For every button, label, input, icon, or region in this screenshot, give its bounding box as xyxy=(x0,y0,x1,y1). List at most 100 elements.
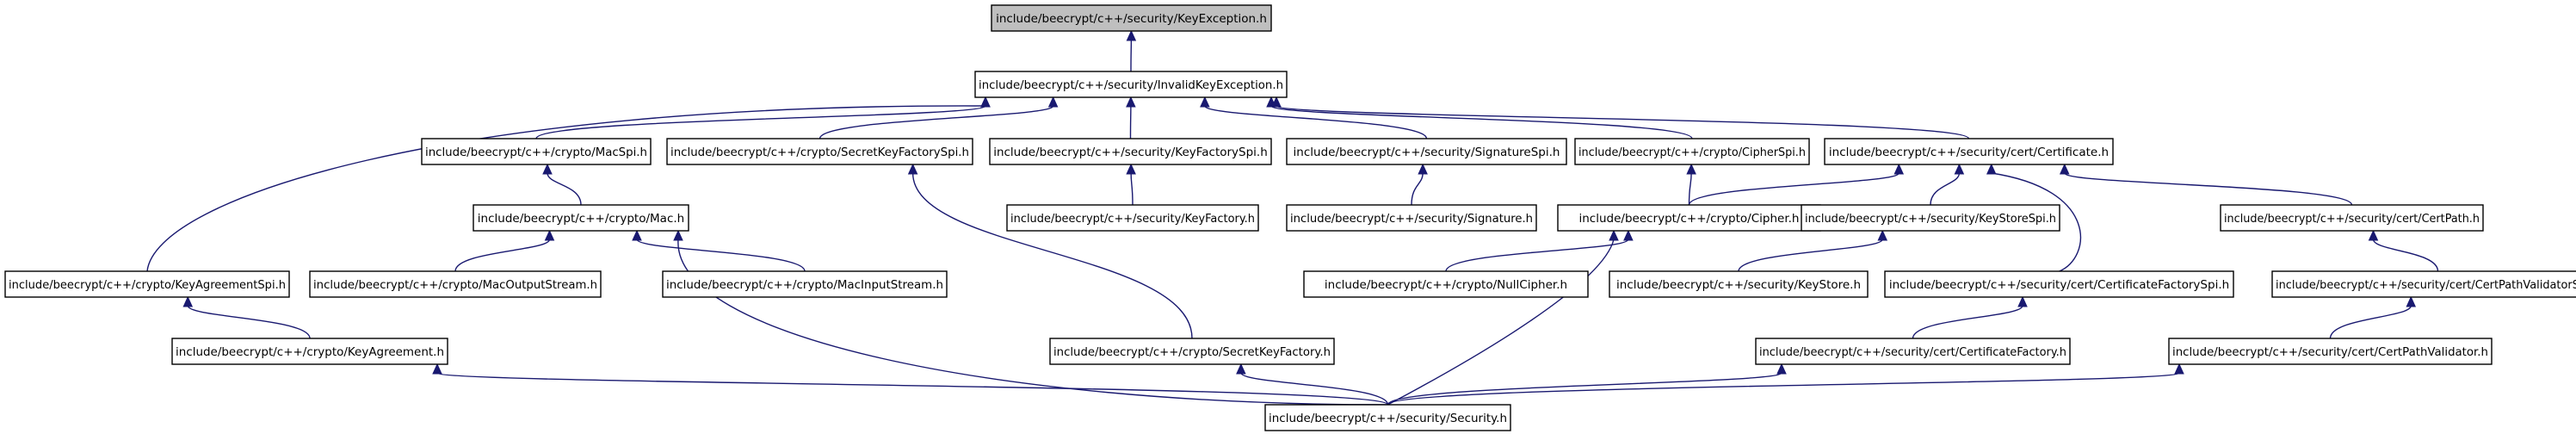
arrowhead xyxy=(2017,295,2028,307)
arrowhead xyxy=(1126,163,1136,175)
edge-n22-to-n3 xyxy=(907,163,1193,339)
node[interactable]: include/beecrypt/c++/security/cert/Certi… xyxy=(1824,138,2114,165)
node-label: include/beecrypt/c++/security/KeyExcepti… xyxy=(996,12,1267,26)
arrowhead xyxy=(673,229,683,241)
node-label: include/beecrypt/c++/security/Signature.… xyxy=(1290,212,1533,226)
edge-line xyxy=(1991,172,2082,272)
edge-line xyxy=(146,105,986,272)
arrowhead xyxy=(2368,229,2379,241)
edge-line xyxy=(1445,239,1629,272)
edge-line xyxy=(1930,172,1961,206)
root-node[interactable]: include/beecrypt/c++/security/KeyExcepti… xyxy=(991,4,1272,32)
node[interactable]: include/beecrypt/c++/security/KeyStoreSp… xyxy=(1801,204,2060,232)
node-box xyxy=(1303,270,1589,298)
edge-line xyxy=(1688,172,1900,206)
node[interactable]: include/beecrypt/c++/crypto/SecretKeyFac… xyxy=(666,138,973,165)
node-label: include/beecrypt/c++/crypto/MacOutputStr… xyxy=(313,278,597,292)
edge-line xyxy=(1688,172,1692,206)
edge-n13-to-n7 xyxy=(2059,163,2353,206)
node-label: include/beecrypt/c++/security/InvalidKey… xyxy=(979,78,1283,92)
node[interactable]: include/beecrypt/c++/crypto/MacSpi.h xyxy=(421,138,652,165)
node-label: include/beecrypt/c++/security/Security.h xyxy=(1269,412,1507,425)
arrowhead xyxy=(907,163,918,175)
edge-line xyxy=(1240,372,1389,406)
node-box xyxy=(991,4,1272,32)
node-box xyxy=(1006,204,1259,232)
node-label: include/beecrypt/c++/security/SignatureS… xyxy=(1294,146,1560,159)
node-label: include/beecrypt/c++/crypto/MacSpi.h xyxy=(425,146,647,159)
arrowhead xyxy=(1877,229,1888,241)
node-label: include/beecrypt/c++/security/cert/CertP… xyxy=(2276,278,2576,292)
edge-n25-to-n22 xyxy=(1236,363,1389,406)
arrowhead xyxy=(1609,229,1619,241)
node[interactable]: include/beecrypt/c++/crypto/MacOutputStr… xyxy=(309,270,602,298)
node[interactable]: include/beecrypt/c++/security/KeyStore.h xyxy=(1609,270,1869,298)
node-label: include/beecrypt/c++/security/cert/Certi… xyxy=(1759,345,2066,359)
node-label: include/beecrypt/c++/crypto/MacInputStre… xyxy=(666,278,943,292)
node-box xyxy=(1557,204,1821,232)
node[interactable]: include/beecrypt/c++/security/cert/CertP… xyxy=(2168,338,2493,365)
node[interactable]: include/beecrypt/c++/crypto/Cipher.h xyxy=(1557,204,1821,232)
edge-n7-to-n1 xyxy=(1271,96,1970,140)
node-box xyxy=(1264,404,1511,431)
edge-n17-to-n11 xyxy=(1445,229,1634,272)
edge-n25-to-n8 xyxy=(673,229,1388,406)
edge-line xyxy=(1387,239,1615,406)
node-box xyxy=(421,138,652,165)
arrowhead xyxy=(980,96,991,108)
nodes-layer: include/beecrypt/c++/security/KeyExcepti… xyxy=(4,4,2576,431)
node-box xyxy=(662,270,948,298)
arrowhead xyxy=(1200,96,1210,108)
node[interactable]: include/beecrypt/c++/security/KeyFactory… xyxy=(1006,204,1259,232)
node[interactable]: include/beecrypt/c++/crypto/CipherSpi.h xyxy=(1574,138,1810,165)
arrowhead xyxy=(1623,229,1634,241)
node[interactable]: include/beecrypt/c++/crypto/KeyAgreement… xyxy=(4,270,290,298)
node-label: include/beecrypt/c++/security/KeyFactory… xyxy=(1010,212,1255,226)
node-box xyxy=(1801,204,2060,232)
node[interactable]: include/beecrypt/c++/security/KeyFactory… xyxy=(989,138,1272,165)
node[interactable]: include/beecrypt/c++/security/SignatureS… xyxy=(1286,138,1567,165)
node[interactable]: include/beecrypt/c++/crypto/KeyAgreement… xyxy=(171,338,448,365)
node-box xyxy=(1574,138,1810,165)
arrowhead xyxy=(542,163,553,175)
edge-n25-to-n11 xyxy=(1387,229,1619,406)
node-box xyxy=(4,270,290,298)
edge-n21-to-n14 xyxy=(182,295,311,339)
node[interactable]: include/beecrypt/c++/crypto/MacInputStre… xyxy=(662,270,948,298)
edge-line xyxy=(547,172,582,206)
node-label: include/beecrypt/c++/security/KeyFactory… xyxy=(993,146,1268,159)
edge-n5-to-n1 xyxy=(1200,96,1428,140)
node[interactable]: include/beecrypt/c++/security/Security.h xyxy=(1264,404,1511,431)
node-box xyxy=(1286,138,1567,165)
arrowhead xyxy=(1418,163,1428,175)
edge-line xyxy=(1130,172,1134,206)
edge-n23-to-n19 xyxy=(1912,295,2028,339)
edge-n3-to-n1 xyxy=(819,96,1059,140)
node[interactable]: include/beecrypt/c++/security/cert/Certi… xyxy=(1755,338,2071,365)
node-box xyxy=(974,71,1288,98)
node-box xyxy=(1286,204,1537,232)
arrowhead xyxy=(182,295,194,307)
edge-line xyxy=(1270,105,1693,140)
edge-line xyxy=(1387,372,1782,406)
edge-line xyxy=(535,105,986,140)
node[interactable]: include/beecrypt/c++/crypto/Mac.h xyxy=(473,204,689,232)
edge-line xyxy=(677,239,1388,406)
node[interactable]: include/beecrypt/c++/crypto/SecretKeyFac… xyxy=(1049,338,1335,365)
edge-line xyxy=(636,239,806,272)
edge-n11-to-n7 xyxy=(1688,163,1905,206)
arrowhead xyxy=(1893,163,1905,175)
node[interactable]: include/beecrypt/c++/security/cert/Certi… xyxy=(1884,270,2234,298)
node[interactable]: include/beecrypt/c++/crypto/NullCipher.h xyxy=(1303,270,1589,298)
node-box xyxy=(171,338,448,365)
node[interactable]: include/beecrypt/c++/security/InvalidKey… xyxy=(974,71,1288,98)
arrowhead xyxy=(2059,163,2070,175)
arrowhead xyxy=(1126,96,1136,108)
node[interactable]: include/beecrypt/c++/security/cert/CertP… xyxy=(2220,204,2484,232)
arrowhead xyxy=(2174,363,2184,375)
edge-line xyxy=(1912,305,2023,339)
node[interactable]: include/beecrypt/c++/security/cert/CertP… xyxy=(2271,270,2576,298)
node[interactable]: include/beecrypt/c++/security/Signature.… xyxy=(1286,204,1537,232)
edge-n2-to-n1 xyxy=(535,96,991,140)
edge-n25-to-n23 xyxy=(1387,363,1787,406)
